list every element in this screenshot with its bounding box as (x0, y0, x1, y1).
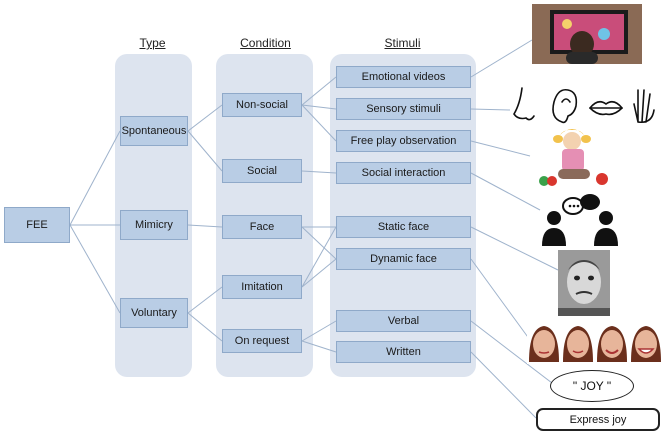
condition-on-request: On request (222, 329, 302, 353)
type-voluntary: Voluntary (120, 298, 188, 328)
child-playing-image (539, 129, 608, 186)
fee-node: FEE (4, 207, 70, 243)
type-mimicry: Mimicry (120, 210, 188, 240)
static-face-photo (558, 250, 610, 316)
stimulus-verbal: Verbal (336, 310, 471, 332)
joy-speech-bubble: " JOY " (550, 370, 634, 402)
dynamic-face-sequence (527, 322, 663, 364)
condition-non-social: Non-social (222, 93, 302, 117)
type-spontaneous: Spontaneous (120, 116, 188, 146)
stimulus-written: Written (336, 341, 471, 363)
stimulus-static-face: Static face (336, 216, 471, 238)
social-interaction-icon (542, 194, 618, 246)
stimulus-free-play-observation: Free play observation (336, 130, 471, 152)
stimulus-sensory-stimuli: Sensory stimuli (336, 98, 471, 120)
condition-face: Face (222, 215, 302, 239)
header-condition: Condition (240, 36, 291, 50)
sensory-icons (513, 87, 655, 124)
condition-social: Social (222, 159, 302, 183)
header-type: Type (139, 36, 166, 50)
express-joy-label: Express joy (536, 408, 660, 431)
child-watching-tv-image (532, 4, 642, 64)
condition-imitation: Imitation (222, 275, 302, 299)
header-stimuli: Stimuli (384, 36, 421, 50)
stimulus-dynamic-face: Dynamic face (336, 248, 471, 270)
stimulus-social-interaction: Social interaction (336, 162, 471, 184)
stimulus-emotional-videos: Emotional videos (336, 66, 471, 88)
